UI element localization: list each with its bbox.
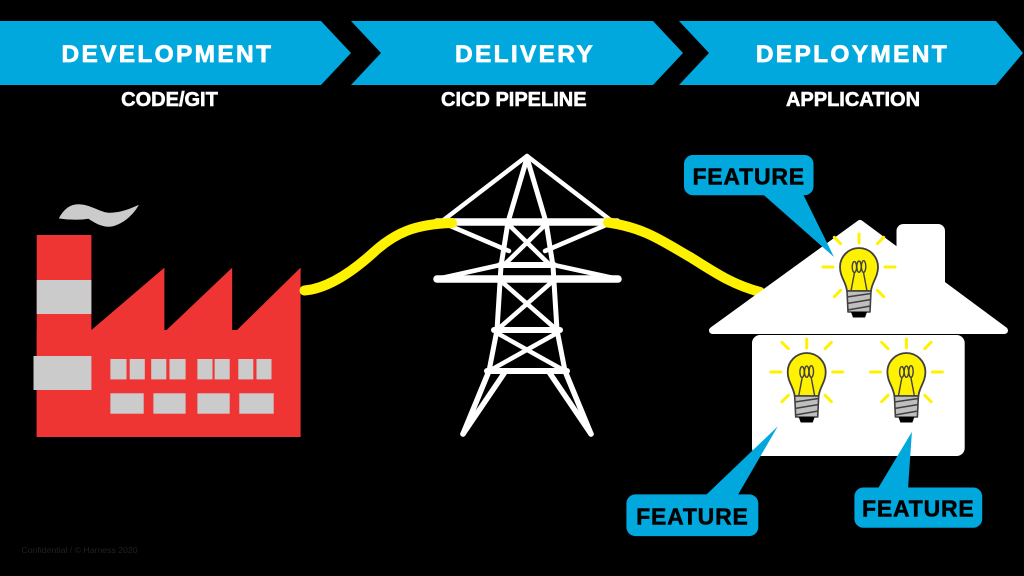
svg-text:CICD PIPELINE: CICD PIPELINE: [441, 89, 587, 111]
svg-text:DELIVERY: DELIVERY: [455, 41, 595, 68]
svg-text:Confidential / © Harness 2020: Confidential / © Harness 2020: [22, 545, 138, 555]
svg-text:CODE/GIT: CODE/GIT: [121, 89, 218, 111]
svg-text:DEVELOPMENT: DEVELOPMENT: [62, 41, 274, 68]
svg-text:FEATURE: FEATURE: [862, 496, 975, 522]
svg-text:FEATURE: FEATURE: [692, 164, 805, 190]
svg-text:FEATURE: FEATURE: [636, 504, 749, 530]
svg-text:APPLICATION: APPLICATION: [786, 89, 920, 111]
svg-text:DEPLOYMENT: DEPLOYMENT: [756, 41, 949, 68]
